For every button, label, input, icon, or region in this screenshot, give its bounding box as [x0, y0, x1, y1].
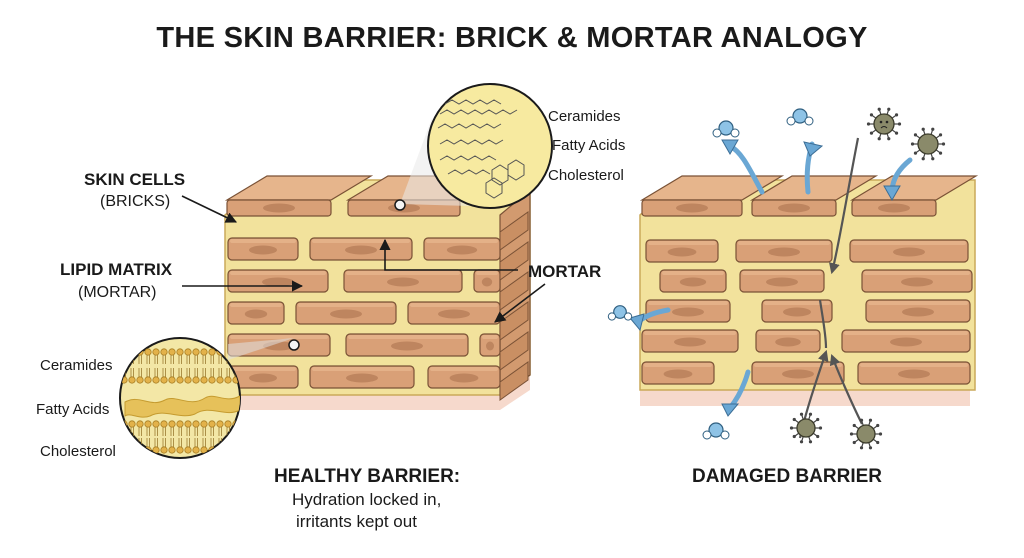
brick — [427, 365, 501, 389]
water-loss-arrowheads — [629, 139, 901, 417]
brick — [865, 299, 971, 323]
brick — [659, 269, 727, 293]
brick — [857, 361, 971, 385]
brick — [227, 237, 299, 261]
water-molecule — [786, 108, 814, 126]
lipid-matrix-sublabel: (MORTAR) — [78, 284, 157, 301]
brick — [645, 299, 731, 323]
brick — [309, 237, 413, 261]
brick — [641, 329, 739, 353]
brick — [761, 299, 833, 323]
lipid-matrix-label: LIPID MATRIX — [60, 260, 173, 279]
healthy-line-2: irritants kept out — [296, 512, 417, 531]
water-molecule — [712, 120, 740, 138]
water-molecule — [607, 305, 633, 321]
water-molecules — [607, 108, 814, 440]
brick — [645, 239, 719, 263]
brick — [227, 365, 299, 389]
brick — [735, 239, 833, 263]
brick — [227, 301, 285, 325]
brick — [641, 361, 715, 385]
damaged-heading: DAMAGED BARRIER — [692, 466, 882, 487]
base-layer — [640, 388, 970, 406]
top-brick — [849, 175, 979, 217]
skin-cells-sublabel: (BRICKS) — [100, 193, 171, 210]
skin-cells-label: SKIN CELLS — [84, 170, 186, 189]
page-title: THE SKIN BARRIER: BRICK & MORTAR ANALOGY — [156, 22, 868, 54]
brick — [861, 269, 973, 293]
zoom-bottom-item-cholesterol: Cholesterol — [40, 443, 116, 460]
top-brick — [639, 175, 785, 217]
brick — [227, 269, 329, 293]
irritant-icon — [789, 412, 823, 444]
brick — [751, 361, 845, 385]
brick — [343, 269, 463, 293]
mortar-pointer — [379, 238, 546, 323]
brick — [423, 237, 501, 261]
mortar-label: MORTAR — [528, 262, 602, 281]
brick — [345, 333, 469, 357]
irritant-paths — [798, 137, 863, 439]
healthy-line-1: Hydration locked in, — [292, 490, 442, 509]
brick — [841, 329, 971, 353]
brick — [407, 301, 501, 325]
zoom-beam — [228, 338, 294, 360]
brick — [739, 269, 825, 293]
brick — [473, 269, 501, 293]
top-zoom-lens — [394, 83, 553, 211]
irritant-particles — [789, 107, 946, 450]
brick — [309, 365, 415, 389]
skin-cells-pointer — [181, 195, 238, 223]
healthy-barrier-diagram — [181, 175, 546, 410]
brick — [849, 239, 969, 263]
zoom-top-item-cholesterol: Cholesterol — [548, 167, 624, 184]
damaged-bricks — [639, 175, 979, 385]
brick — [295, 301, 397, 325]
irritant-icon — [910, 127, 946, 161]
brick — [479, 333, 501, 357]
irritant-icon — [866, 107, 902, 141]
zoom-bottom-item-ceramides: Ceramides — [40, 357, 113, 374]
base-layer-front — [225, 392, 500, 410]
irritant-icon — [849, 418, 883, 450]
zoom-point — [394, 199, 406, 211]
top-brick — [224, 175, 374, 217]
water-molecule — [702, 422, 730, 440]
zoom-top-item-fatty-acids: Fatty Acids — [552, 137, 626, 154]
top-brick — [749, 175, 879, 217]
zoom-point — [288, 339, 300, 351]
healthy-heading: HEALTHY BARRIER: — [274, 466, 461, 487]
damaged-barrier-diagram — [607, 107, 979, 450]
zoom-top-item-ceramides: Ceramides — [548, 108, 621, 125]
zoom-bottom-item-fatty-acids: Fatty Acids — [36, 401, 110, 418]
brick — [755, 329, 821, 353]
